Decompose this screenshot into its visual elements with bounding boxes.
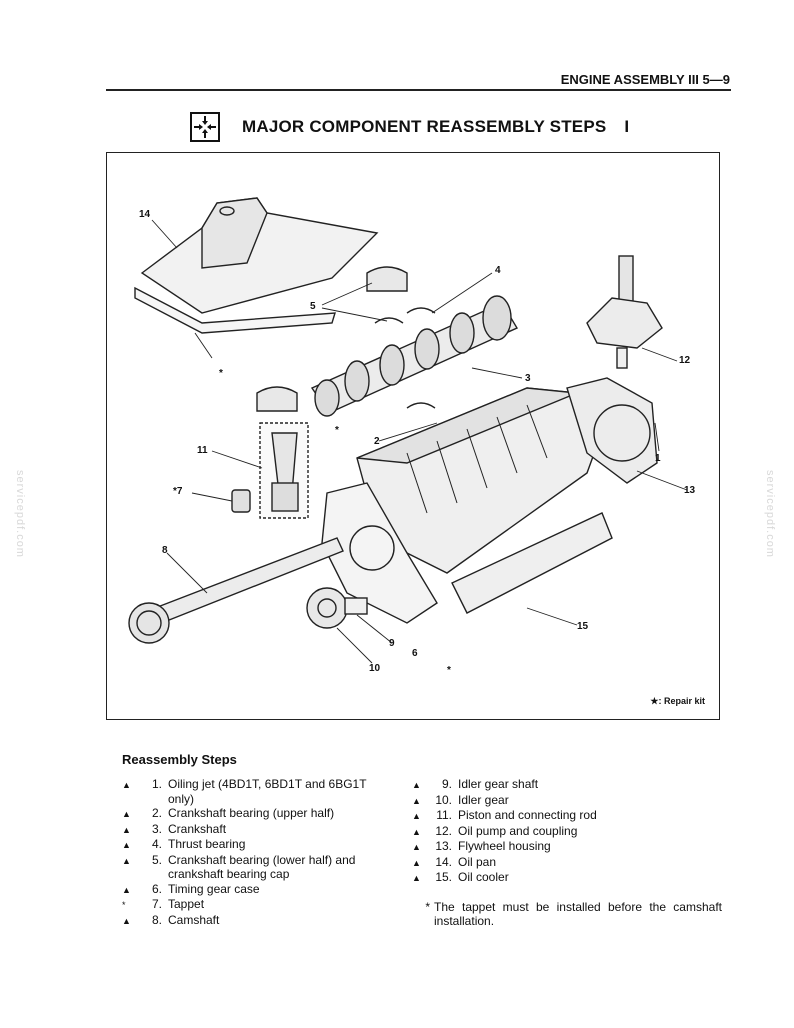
step-text: Oiling jet (4BD1T, 6BD1T and 6BG1T only) xyxy=(168,777,367,806)
step-mark: ▲ xyxy=(122,780,131,790)
repair-kit-note: ★: Repair kit xyxy=(650,696,705,706)
list-item: ▲ 15. Oil cooler xyxy=(412,870,722,886)
step-mark: ▲ xyxy=(412,780,421,790)
step-text: Crankshaft xyxy=(168,821,227,836)
callout-4: 4 xyxy=(495,265,501,276)
engine-exploded-drawing xyxy=(128,197,688,664)
header-rule xyxy=(106,89,731,91)
list-item: ▲ 2. Crankshaft bearing (upper half) xyxy=(122,806,392,822)
step-text: Piston and connecting rod xyxy=(458,808,597,822)
section-title-text: MAJOR COMPONENT REASSEMBLY STEPS xyxy=(242,117,607,136)
step-number: 4. xyxy=(151,837,162,851)
step-number: 6. xyxy=(151,881,162,896)
watermark-right: servicepdf.com xyxy=(764,470,776,558)
step-text: Oil pan xyxy=(458,854,497,869)
step-number: 12. xyxy=(435,823,452,838)
callout-13: 13 xyxy=(684,485,696,496)
step-number: 9. xyxy=(441,777,452,791)
step-number: 2. xyxy=(151,806,162,820)
list-item: ▲ 12. Oil pump and coupling xyxy=(412,824,722,840)
list-item: ▲ 13. Flywheel housing xyxy=(412,839,722,855)
step-number: 8. xyxy=(151,912,162,927)
step-number: 7. xyxy=(151,897,162,911)
exploded-view-figure: 14 4 5 12 * 3 * 2 11 1 *7 13 8 15 9 6 10… xyxy=(106,152,720,720)
step-mark: ▲ xyxy=(412,811,421,821)
step-mark: ▲ xyxy=(412,873,421,883)
step-text: Crankshaft bearing (upper half) xyxy=(168,806,335,820)
callout-10: 10 xyxy=(369,663,381,674)
callout-star-block: * xyxy=(335,425,339,436)
watermark-left: servicepdf.com xyxy=(14,470,26,558)
step-text: Thrust bearing xyxy=(168,837,246,851)
list-item: ▲ 4. Thrust bearing xyxy=(122,837,392,853)
footnote-text: The tappet must be installed before the … xyxy=(434,899,722,929)
steps-list-right: ▲ 9. Idler gear shaft ▲ 10. Idler gear ▲ 11. P… xyxy=(412,777,722,929)
list-item: ▲ 1. Oiling jet (4BD1T, 6BD1T and 6BG1T on… xyxy=(122,777,392,806)
callout-9: 9 xyxy=(389,638,395,649)
step-text: Crankshaft bearing (lower half) and cran… xyxy=(168,852,356,882)
step-text: Idler gear xyxy=(458,792,509,807)
step-text: Flywheel housing xyxy=(458,839,551,853)
callout-1: 1 xyxy=(655,453,661,464)
callout-2: 2 xyxy=(374,436,380,447)
step-mark: ▲ xyxy=(412,842,421,852)
step-mark: ▲ xyxy=(412,857,421,868)
step-mark: * xyxy=(122,900,126,910)
callout-5: 5 xyxy=(310,301,316,312)
step-text: Idler gear shaft xyxy=(458,777,539,791)
step-mark: ▲ xyxy=(122,915,131,926)
step-mark: ▲ xyxy=(412,826,421,837)
steps-list-left: ▲ 1. Oiling jet (4BD1T, 6BD1T and 6BG1T on… xyxy=(122,777,392,928)
step-number: 11. xyxy=(436,808,452,822)
section-title: MAJOR COMPONENT REASSEMBLY STEPS I xyxy=(242,117,629,137)
callout-11: 11 xyxy=(197,445,208,456)
list-item: ▲ 9. Idler gear shaft xyxy=(412,777,722,793)
list-item: ▲ 11. Piston and connecting rod xyxy=(412,808,722,824)
step-text: Timing gear case xyxy=(168,881,260,896)
callout-14: 14 xyxy=(139,209,151,220)
section-title-row: MAJOR COMPONENT REASSEMBLY STEPS I xyxy=(190,112,629,142)
list-item: ▲ 14. Oil pan xyxy=(412,855,722,871)
reassembly-steps-title: Reassembly Steps xyxy=(122,752,237,767)
step-mark: ▲ xyxy=(122,809,131,819)
list-item: ▲ 3. Crankshaft xyxy=(122,822,392,838)
step-number: 3. xyxy=(151,821,162,836)
footnote-mark: * xyxy=(425,899,430,914)
step-text: Camshaft xyxy=(168,912,220,927)
page-header: ENGINE ASSEMBLY III 5—9 xyxy=(560,72,730,87)
list-item: * 7. Tappet xyxy=(122,897,392,913)
step-number: 1. xyxy=(151,777,162,791)
callout-star-pan: * xyxy=(219,368,223,379)
list-item: ▲ 8. Camshaft xyxy=(122,913,392,929)
step-number: 10. xyxy=(435,792,452,807)
tappet-footnote: * The tappet must be installed before th… xyxy=(412,900,722,929)
step-number: 5. xyxy=(151,852,162,867)
section-numeral: I xyxy=(624,117,630,136)
step-text: Oil cooler xyxy=(458,870,509,884)
step-text: Tappet xyxy=(168,897,205,911)
step-number: 15. xyxy=(435,870,452,884)
callout-15: 15 xyxy=(577,621,589,632)
step-mark: ▲ xyxy=(122,824,131,835)
step-number: 13. xyxy=(435,839,452,853)
list-item: ▲ 10. Idler gear xyxy=(412,793,722,809)
step-mark: ▲ xyxy=(412,795,421,806)
callout-7: *7 xyxy=(173,486,183,497)
callout-12: 12 xyxy=(679,355,691,366)
step-mark: ▲ xyxy=(122,840,131,850)
callout-star-cooler: * xyxy=(447,665,451,676)
step-mark: ▲ xyxy=(122,884,131,895)
callout-3: 3 xyxy=(525,373,531,384)
step-text: Oil pump and coupling xyxy=(458,823,578,838)
arrows-inward-icon xyxy=(190,112,220,142)
list-item: ▲ 6. Timing gear case xyxy=(122,882,392,898)
callout-6: 6 xyxy=(412,648,418,659)
list-item: ▲ 5. Crankshaft bearing (lower half) and c… xyxy=(122,853,392,882)
callout-8: 8 xyxy=(162,545,168,556)
step-mark: ▲ xyxy=(122,855,131,866)
step-number: 14. xyxy=(435,854,452,869)
